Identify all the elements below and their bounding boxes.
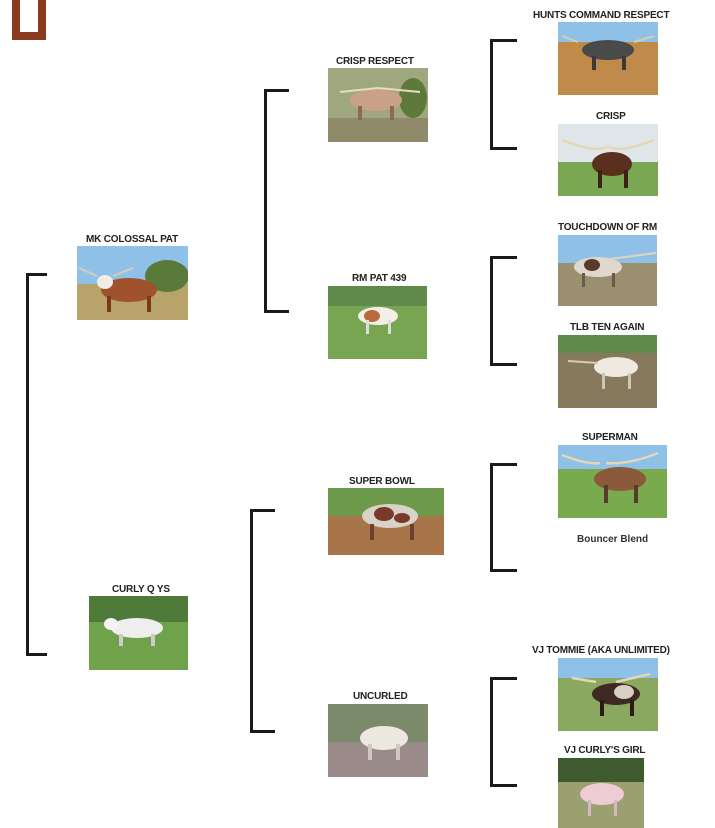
- ds-dam-name: Bouncer Blend: [577, 534, 649, 545]
- bracket-super-bowl-parents: [490, 463, 517, 572]
- dam-sire-name: SUPER BOWL: [349, 476, 415, 487]
- dam-dam-photo: [328, 704, 428, 777]
- sire-dam-photo: [328, 286, 427, 359]
- sd-dam-name: TLB TEN AGAIN: [570, 322, 645, 333]
- sd-dam-photo: [558, 335, 657, 408]
- bracket-crisp-respect-parents: [490, 39, 517, 150]
- dd-dam-photo: [558, 758, 644, 828]
- dam-photo: [89, 596, 188, 670]
- dam-name: CURLY Q YS: [112, 584, 170, 595]
- bracket-rm-pat-parents: [490, 256, 517, 366]
- dam-dam-name: UNCURLED: [353, 691, 408, 702]
- bracket-sire-parents: [264, 89, 289, 313]
- ss-sire-name: HUNTS COMMAND RESPECT: [533, 10, 670, 21]
- sire-dam-name: RM PAT 439: [352, 273, 407, 284]
- sire-photo: [77, 246, 188, 320]
- sd-sire-photo: [558, 235, 657, 306]
- ss-sire-photo: [558, 22, 658, 95]
- sire-sire-name: CRISP RESPECT: [336, 56, 414, 67]
- ss-dam-photo: [558, 124, 658, 196]
- ss-dam-name: CRISP: [596, 111, 626, 122]
- sire-name: MK COLOSSAL PAT: [86, 234, 179, 245]
- bracket-dam-parents: [250, 509, 275, 733]
- ds-sire-name: SUPERMAN: [582, 432, 638, 443]
- dd-sire-name: VJ TOMMIE (AKA UNLIMITED): [532, 645, 670, 656]
- dd-sire-photo: [558, 658, 658, 731]
- dd-dam-name: VJ CURLY'S GIRL: [564, 745, 646, 756]
- ds-sire-photo: [558, 445, 667, 518]
- bracket-uncurled-parents: [490, 677, 517, 787]
- sd-sire-name: TOUCHDOWN OF RM: [558, 222, 658, 233]
- sire-sire-photo: [328, 68, 428, 142]
- dam-sire-photo: [328, 488, 444, 555]
- bracket-parents: [26, 273, 47, 656]
- logo-mark-icon: [12, 0, 46, 40]
